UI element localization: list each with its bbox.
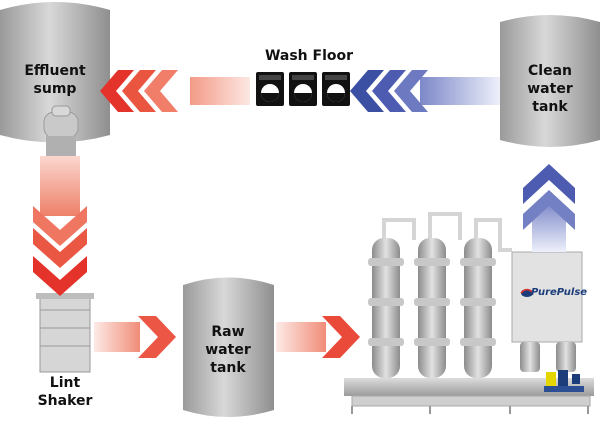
flow-arrow [33, 206, 87, 246]
clean-water-tank-label-line: tank [532, 99, 568, 115]
raw-water-tank-label-line: Raw [211, 324, 245, 340]
filtration-skid [344, 212, 594, 414]
raw-water-tank [183, 277, 274, 417]
effluent-sump-label-line: sump [33, 81, 77, 97]
flow-arrow [523, 164, 575, 204]
clean-water-tank-label: Clean water tank [510, 62, 590, 116]
flow-clean-to-wash [350, 70, 500, 112]
lint-shaker-label-line: Lint [49, 375, 81, 391]
flow-arrow [100, 70, 134, 112]
flow-shaker-to-raw [94, 316, 176, 358]
purepulse-unit [511, 251, 584, 392]
flow-sump-to-shaker [33, 156, 87, 296]
raw-water-tank-label: Raw water tank [188, 323, 268, 377]
pure-pulse-logo-icon [520, 288, 534, 297]
effluent-sump-label-line: Effluent [24, 63, 86, 79]
lint-shaker-machine [36, 293, 94, 373]
flow-arrow [138, 316, 176, 358]
flow-arrow [144, 70, 178, 112]
washing-machines [256, 72, 350, 106]
raw-water-tank-label-line: water [205, 342, 251, 358]
raw-water-tank-label-line: tank [210, 360, 246, 376]
washing-machine-icon [322, 72, 350, 106]
filter-column [460, 238, 496, 378]
flow-arrow [122, 70, 156, 112]
flow-arrow [33, 256, 87, 296]
filter-column [414, 238, 450, 378]
effluent-sump-tank [0, 2, 110, 156]
flow-unit-to-clean [523, 164, 575, 252]
effluent-sump-label: Effluent sump [10, 62, 100, 98]
lint-shaker-label: Lint Shaker [28, 374, 102, 410]
flow-arrow [350, 70, 384, 112]
flow-arrow [33, 228, 87, 268]
washing-machine-icon [289, 72, 317, 106]
clean-water-tank-label-line: Clean [528, 63, 572, 79]
flow-arrow [372, 70, 406, 112]
filter-column [368, 238, 404, 378]
clean-water-tank [500, 15, 600, 147]
wash-floor-label: Wash Floor [264, 48, 354, 64]
purepulse-brand-name: PurePulse [531, 287, 588, 298]
lint-shaker-label-line: Shaker [37, 393, 93, 409]
flow-arrow [523, 190, 575, 230]
clean-water-tank-label-line: water [527, 81, 573, 97]
flow-arrow [322, 316, 360, 358]
flow-wash-to-sump [100, 70, 250, 112]
washing-machine-icon [256, 72, 284, 106]
flow-raw-to-filters [276, 316, 360, 358]
sump-pump-icon [43, 105, 79, 156]
flow-arrow [394, 70, 428, 112]
